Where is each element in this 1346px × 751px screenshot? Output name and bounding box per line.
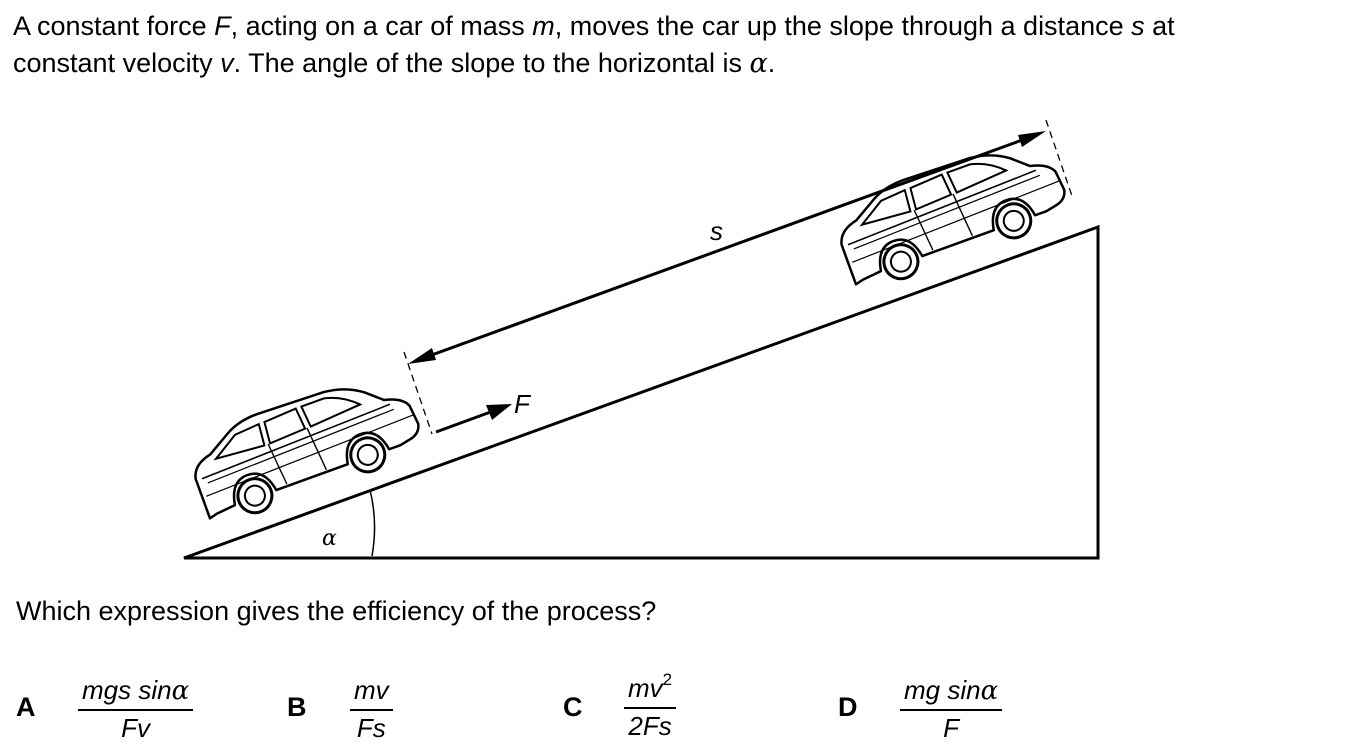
force-arrowhead xyxy=(486,404,512,420)
option-b-letter[interactable]: B xyxy=(287,692,307,722)
text-run: A constant force xyxy=(13,11,215,41)
label-F: F xyxy=(514,389,532,419)
option-a-denominator: Fv xyxy=(121,713,151,743)
text-run: . xyxy=(767,48,776,78)
arrowhead-left xyxy=(408,348,436,364)
option-c-letter[interactable]: C xyxy=(563,692,583,722)
incline xyxy=(183,224,1100,560)
text-run: . The angle of the slope to the horizont… xyxy=(233,48,750,78)
option-a-letter[interactable]: A xyxy=(16,692,36,722)
option-c-numerator: mv2 xyxy=(624,670,677,709)
numerator-text: mgs sin xyxy=(82,675,172,705)
dashed-line-start xyxy=(403,351,433,435)
option-c-fraction[interactable]: mv2 2Fs xyxy=(624,670,677,742)
variable-alpha: α xyxy=(749,48,768,79)
variable-v: v xyxy=(220,48,234,78)
text-run: at xyxy=(1144,11,1175,41)
option-b-numerator: mv xyxy=(350,675,393,711)
question-line-2: constant velocity v. The angle of the sl… xyxy=(13,45,1338,82)
alpha-symbol: α xyxy=(171,676,190,706)
car-upper xyxy=(826,128,1076,297)
numerator-text: mv xyxy=(628,673,663,703)
option-d-letter[interactable]: D xyxy=(838,692,858,722)
dashed-line-end xyxy=(1045,119,1073,197)
numerator-text: mg sin xyxy=(904,675,981,705)
distance-arrow-line xyxy=(417,133,1037,362)
text-run: , acting on a car of mass xyxy=(230,11,533,41)
option-b-denominator: Fs xyxy=(356,713,386,743)
text-run: , moves the car up the slope through a d… xyxy=(554,11,1132,41)
option-c-denominator: 2Fs xyxy=(628,711,672,741)
variable-m: m xyxy=(532,11,555,41)
label-s: s xyxy=(710,216,723,246)
force-arrow-line xyxy=(435,408,497,434)
question-line-1: A constant force F, acting on a car of m… xyxy=(13,8,1338,45)
arrowhead-right xyxy=(1018,131,1046,147)
angle-arc xyxy=(369,489,376,557)
prompt-text: Which expression gives the efficiency of… xyxy=(16,596,657,626)
variable-s: s xyxy=(1131,11,1145,41)
text-run: constant velocity xyxy=(13,48,221,78)
option-d-numerator: mg sinα xyxy=(900,675,1003,711)
option-b-fraction[interactable]: mv Fs xyxy=(350,675,393,744)
variable-F: F xyxy=(214,11,231,41)
option-d-fraction[interactable]: mg sinα F xyxy=(900,675,1003,744)
option-d-denominator: F xyxy=(943,713,960,743)
superscript: 2 xyxy=(662,670,673,689)
alpha-symbol: α xyxy=(980,676,999,706)
car-lower xyxy=(180,362,430,531)
question-text: A constant force F, acting on a car of m… xyxy=(13,8,1338,82)
option-a-fraction[interactable]: mgs sinα Fv xyxy=(78,675,194,744)
label-alpha: α xyxy=(322,526,337,551)
option-a-numerator: mgs sinα xyxy=(78,675,194,711)
